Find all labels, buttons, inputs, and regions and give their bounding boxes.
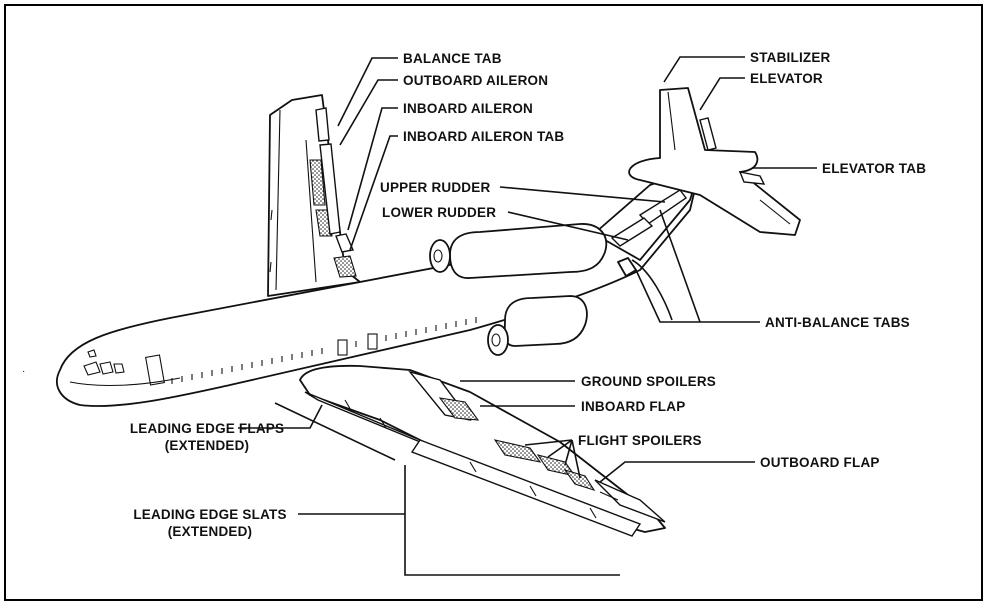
label-stabilizer: STABILIZER bbox=[750, 50, 831, 65]
stray-mark: · bbox=[22, 366, 25, 377]
label-flight-spoilers: FLIGHT SPOILERS bbox=[578, 433, 702, 448]
label-balance-tab: BALANCE TAB bbox=[403, 51, 502, 66]
label-outboard-flap: OUTBOARD FLAP bbox=[760, 455, 880, 470]
elevator bbox=[699, 117, 717, 151]
overwing-exit bbox=[337, 339, 348, 356]
label-inboard-aileron-tab: INBOARD AILERON TAB bbox=[403, 129, 565, 144]
label-ground-spoilers: GROUND SPOILERS bbox=[581, 374, 717, 389]
ground-spoilers bbox=[438, 397, 480, 421]
forward-door bbox=[145, 354, 165, 386]
right-wing bbox=[299, 364, 666, 537]
cockpit-window bbox=[113, 363, 125, 374]
leader-lines bbox=[238, 56, 817, 576]
flight-spoilers bbox=[493, 439, 542, 463]
left-inboard-aileron-tab bbox=[333, 255, 357, 278]
label-inboard-flap: INBOARD FLAP bbox=[581, 399, 686, 414]
cabin-windows bbox=[171, 317, 477, 384]
label-leading-edge-flaps-line1: LEADING EDGE FLAPS bbox=[129, 421, 285, 436]
label-elevator-tab: ELEVATOR TAB bbox=[822, 161, 927, 176]
leading-edge-slats bbox=[410, 439, 642, 537]
cockpit-window bbox=[83, 361, 101, 376]
cockpit-window bbox=[99, 361, 114, 375]
label-upper-rudder: UPPER RUDDER bbox=[380, 180, 491, 195]
label-outboard-aileron: OUTBOARD AILERON bbox=[403, 73, 549, 88]
left-wing bbox=[267, 94, 361, 297]
elevator-tab bbox=[738, 171, 766, 185]
fuselage bbox=[56, 167, 701, 407]
label-leading-edge-slats-line1: LEADING EDGE SLATS bbox=[133, 507, 287, 522]
left-wing-spoiler bbox=[309, 159, 326, 206]
label-leading-edge-flaps: LEADING EDGE FLAPS (EXTENDED) bbox=[126, 420, 288, 454]
horizontal-stabilizer bbox=[628, 87, 801, 236]
label-anti-balance-tabs: ANTI-BALANCE TABS bbox=[765, 315, 910, 330]
label-leading-edge-slats-line2: (EXTENDED) bbox=[167, 524, 253, 539]
tail-engines bbox=[429, 223, 637, 356]
label-elevator: ELEVATOR bbox=[750, 71, 823, 86]
label-inboard-aileron: INBOARD AILERON bbox=[403, 101, 533, 116]
label-leading-edge-slats: LEADING EDGE SLATS (EXTENDED) bbox=[126, 506, 294, 540]
left-inboard-aileron bbox=[335, 233, 354, 253]
label-lower-rudder: LOWER RUDDER bbox=[382, 205, 497, 220]
left-balance-tab bbox=[315, 107, 330, 142]
cockpit-window bbox=[87, 349, 97, 358]
label-leading-edge-flaps-line2: (EXTENDED) bbox=[164, 438, 250, 453]
flight-spoilers bbox=[563, 469, 596, 491]
left-outboard-aileron bbox=[319, 143, 341, 235]
overwing-exit bbox=[367, 333, 378, 350]
